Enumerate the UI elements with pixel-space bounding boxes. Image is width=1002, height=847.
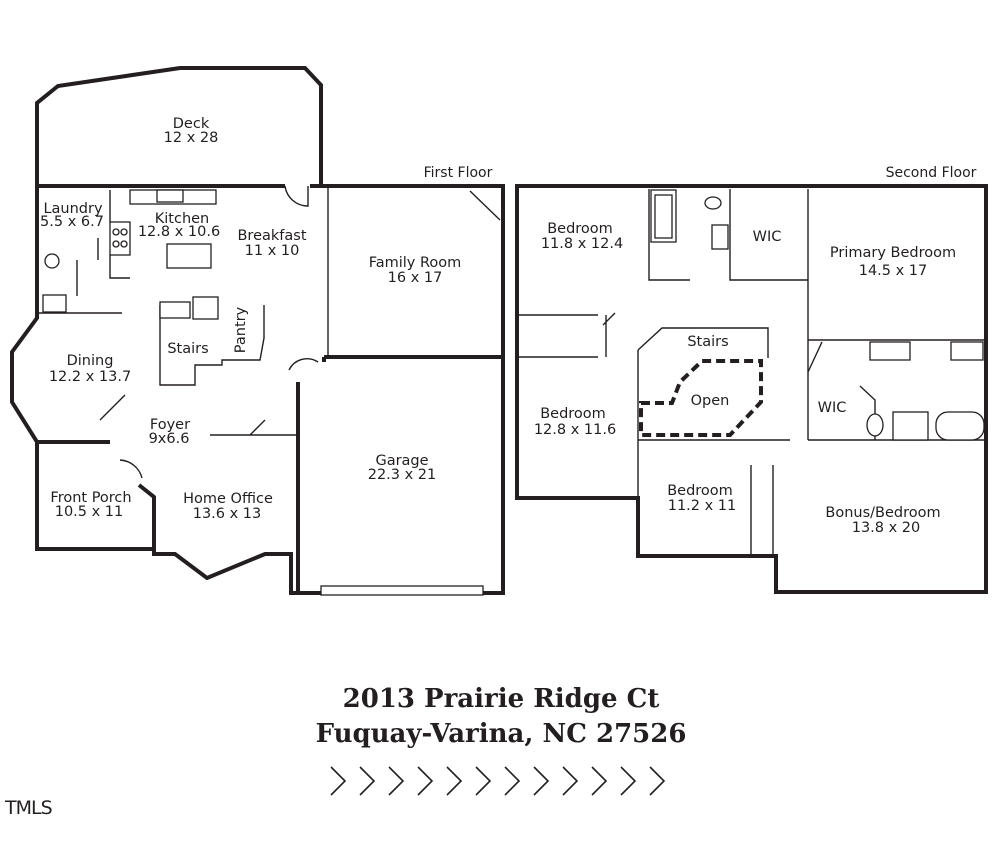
wic-b-name: WIC <box>818 400 847 416</box>
dining-name: Dining <box>67 353 114 369</box>
garage-name: Garage <box>375 453 428 469</box>
family-room-name: Family Room <box>369 255 462 271</box>
family-room-dims: 16 x 17 <box>388 270 443 286</box>
kitchen-dims: 12.8 x 10.6 <box>138 224 220 240</box>
pantry-shelf <box>192 296 219 320</box>
stairs-second-name: Stairs <box>687 334 728 350</box>
laundry-dims: 5.5 x 6.7 <box>40 214 104 230</box>
laundry-name: Laundry <box>43 201 103 217</box>
deck-dims: 12 x 28 <box>164 130 219 146</box>
breakfast-dims: 11 x 10 <box>245 243 300 259</box>
stairs-first-name: Stairs <box>167 341 208 357</box>
front-porch-name: Front Porch <box>50 490 131 506</box>
pantry-name: Pantry <box>233 306 249 353</box>
shower <box>892 411 929 441</box>
kitchen-sink <box>156 189 184 203</box>
family-corner-line <box>469 190 501 221</box>
bedroom-c-name: Bedroom <box>667 483 733 499</box>
primary-tub <box>935 411 985 441</box>
chevron-decoration <box>330 766 666 796</box>
primary-toilet <box>866 413 884 437</box>
second-floor-label: Second Floor <box>886 165 977 181</box>
range <box>109 221 131 256</box>
second-stairs-outline <box>637 327 769 498</box>
second-toilet <box>704 196 722 210</box>
garage-door <box>320 585 484 596</box>
kitchen-name: Kitchen <box>155 211 210 227</box>
deck-name: Deck <box>173 116 210 132</box>
second-floor-outer-wall <box>515 184 988 594</box>
home-office-dims: 13.6 x 13 <box>193 506 262 522</box>
stair-landing <box>159 301 191 319</box>
first-floor-label: First Floor <box>424 165 493 181</box>
laundry-toilet <box>44 253 60 269</box>
bonus-bedroom-dims: 13.8 x 20 <box>852 520 921 536</box>
primary-sink-1 <box>869 341 911 361</box>
first-floor-interior-walls <box>37 186 329 436</box>
front-door-swing <box>119 459 143 479</box>
deck-outline <box>35 66 323 186</box>
bedroom-b-name: Bedroom <box>540 406 606 422</box>
bath-sink <box>711 224 729 250</box>
first-floor <box>10 66 505 596</box>
porch-wall <box>37 440 156 549</box>
bedroom-c-dims: 11.2 x 11 <box>668 498 737 514</box>
wic-a-name: WIC <box>753 229 782 245</box>
garage-dims: 22.3 x 21 <box>368 467 437 483</box>
laundry-sink <box>42 294 67 313</box>
bedroom-a-name: Bedroom <box>547 221 613 237</box>
front-porch-dims: 10.5 x 11 <box>55 504 124 520</box>
garage-entry-swing <box>288 358 319 371</box>
breakfast-name: Breakfast <box>237 228 306 244</box>
foyer-name: Foyer <box>150 417 190 433</box>
home-office-name: Home Office <box>183 491 273 507</box>
dining-dims: 12.2 x 13.7 <box>49 369 131 385</box>
deck-door-swing <box>284 185 309 207</box>
primary-bedroom-name: Primary Bedroom <box>830 245 956 261</box>
primary-bedroom-dims: 14.5 x 17 <box>859 263 928 279</box>
foyer-dims: 9x6.6 <box>149 431 190 447</box>
open-name: Open <box>691 393 730 409</box>
primary-sink-2 <box>950 341 984 361</box>
bonus-bedroom-name: Bonus/Bedroom <box>825 505 940 521</box>
kitchen-island <box>166 243 212 269</box>
garage-left-wall <box>296 357 326 593</box>
bedroom-a-dims: 11.8 x 12.4 <box>541 236 623 252</box>
second-floor <box>515 184 988 594</box>
address-line-2: Fuquay-Varina, NC 27526 <box>315 719 687 749</box>
bedroom-b-dims: 12.8 x 11.6 <box>534 422 616 438</box>
open-to-below <box>639 359 763 437</box>
address-line-1: 2013 Prairie Ridge Ct <box>342 684 660 714</box>
wic-corner <box>807 341 823 373</box>
tmls-logo: TMLS <box>5 797 53 819</box>
